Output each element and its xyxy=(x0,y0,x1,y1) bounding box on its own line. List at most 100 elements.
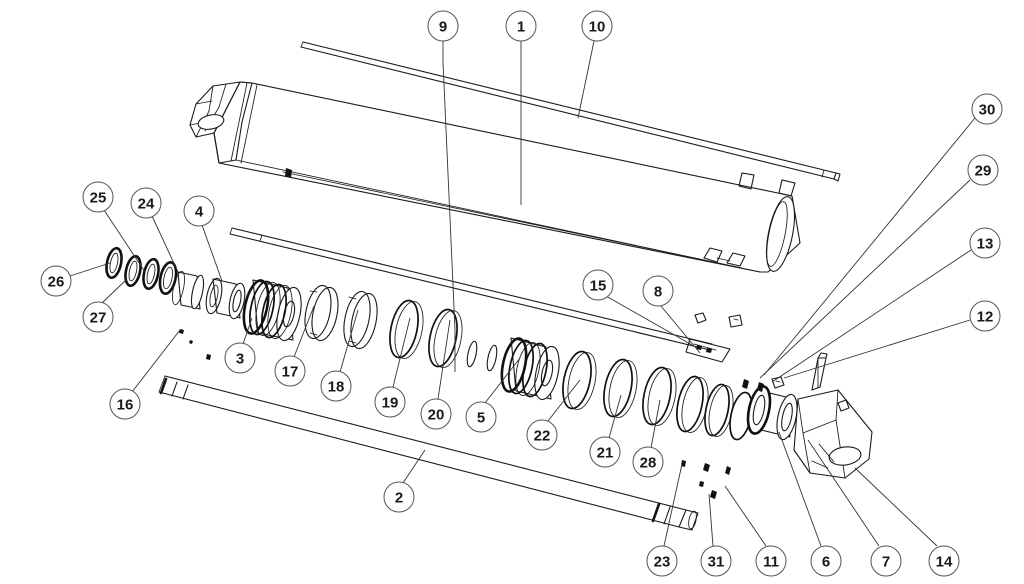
balloon-label: 7 xyxy=(882,554,890,571)
leader-line-22 xyxy=(547,379,581,422)
leader-line-13 xyxy=(771,249,972,383)
leader-line-16 xyxy=(131,329,181,393)
balloon-label: 8 xyxy=(654,284,662,301)
leader-line-19 xyxy=(392,317,411,388)
leader-line-23 xyxy=(663,463,683,547)
callout-balloon-7[interactable]: 7 xyxy=(870,545,902,577)
balloon-circle xyxy=(374,386,406,418)
balloon-circle xyxy=(82,301,114,333)
leader-line-10 xyxy=(577,40,595,119)
leader-line-12 xyxy=(783,319,971,379)
balloon-label: 29 xyxy=(975,163,992,180)
callout-balloon-8[interactable]: 8 xyxy=(642,275,674,307)
balloon-label: 12 xyxy=(977,309,994,326)
leader-line-15 xyxy=(605,295,693,346)
balloon-circle xyxy=(183,195,215,227)
balloon-circle xyxy=(383,481,415,513)
callout-balloon-29[interactable]: 29 xyxy=(967,154,999,186)
callout-balloon-5[interactable]: 5 xyxy=(465,401,497,433)
callout-balloon-15[interactable]: 15 xyxy=(582,269,614,301)
balloon-circle xyxy=(632,446,664,478)
leader-lines-layer xyxy=(69,40,976,547)
leader-line-8 xyxy=(660,305,701,354)
callout-balloon-6[interactable]: 6 xyxy=(810,545,842,577)
callout-balloon-10[interactable]: 10 xyxy=(581,10,613,42)
leader-line-3 xyxy=(242,317,253,345)
balloon-label: 13 xyxy=(977,236,994,253)
balloon-label: 20 xyxy=(428,407,445,424)
balloon-circle xyxy=(810,545,842,577)
balloon-label: 4 xyxy=(195,204,204,221)
leader-line-11 xyxy=(724,485,767,547)
callout-balloon-21[interactable]: 21 xyxy=(589,436,621,468)
balloon-circle xyxy=(505,10,537,42)
balloon-label: 9 xyxy=(439,19,447,36)
callout-balloon-25[interactable]: 25 xyxy=(82,181,114,213)
callout-balloon-17[interactable]: 17 xyxy=(274,355,306,387)
callout-balloon-20[interactable]: 20 xyxy=(420,398,452,430)
callout-balloon-3[interactable]: 3 xyxy=(224,342,256,374)
callout-balloon-4[interactable]: 4 xyxy=(183,195,215,227)
balloon-label: 16 xyxy=(117,397,134,414)
balloon-label: 11 xyxy=(763,554,779,571)
piston xyxy=(242,279,302,342)
balloon-circle xyxy=(870,545,902,577)
callout-balloon-22[interactable]: 22 xyxy=(526,419,558,451)
leader-line-25 xyxy=(103,209,146,273)
seal-ring-set-right xyxy=(562,350,753,441)
leader-line-31 xyxy=(708,493,714,547)
balloon-label: 25 xyxy=(90,190,107,207)
callout-balloon-16[interactable]: 16 xyxy=(109,388,141,420)
callout-balloon-12[interactable]: 12 xyxy=(969,300,1001,332)
callout-balloon-26[interactable]: 26 xyxy=(40,265,72,297)
leader-line-24 xyxy=(151,215,179,273)
cylinder-barrel-group xyxy=(189,81,801,273)
leader-line-6 xyxy=(778,431,822,547)
balloon-circle xyxy=(967,154,999,186)
balloon-label: 30 xyxy=(979,102,996,119)
balloon-circle xyxy=(589,436,621,468)
leader-line-9 xyxy=(442,41,456,372)
callout-balloon-2[interactable]: 2 xyxy=(383,481,415,513)
callout-balloon-30[interactable]: 30 xyxy=(971,93,1003,125)
callout-balloon-9[interactable]: 9 xyxy=(427,10,459,42)
balloon-circle xyxy=(224,342,256,374)
rod-end-clevis xyxy=(793,352,873,479)
callout-balloon-13[interactable]: 13 xyxy=(969,227,1001,259)
gland-bushing xyxy=(205,277,246,320)
leader-line-7 xyxy=(807,439,880,547)
balloon-label: 31 xyxy=(708,554,725,571)
balloon-circle xyxy=(526,419,558,451)
callout-balloon-11[interactable]: 11 xyxy=(755,545,787,577)
seal-ring-set-left xyxy=(304,284,463,368)
callout-balloon-18[interactable]: 18 xyxy=(320,370,352,402)
callout-balloon-1[interactable]: 1 xyxy=(505,10,537,42)
callout-balloon-24[interactable]: 24 xyxy=(130,187,162,219)
callout-balloon-28[interactable]: 28 xyxy=(632,446,664,478)
callout-balloon-23[interactable]: 23 xyxy=(646,545,678,577)
balloon-label: 1 xyxy=(517,19,525,36)
callout-balloon-27[interactable]: 27 xyxy=(82,301,114,333)
callout-balloon-14[interactable]: 14 xyxy=(928,545,960,577)
small-rings-before-head xyxy=(466,340,498,372)
balloon-circle xyxy=(465,401,497,433)
balloon-label: 10 xyxy=(589,19,606,36)
balloon-label: 5 xyxy=(477,410,485,427)
balloon-circle xyxy=(320,370,352,402)
balloon-label: 22 xyxy=(534,428,551,445)
balloon-circle xyxy=(274,355,306,387)
balloon-circle xyxy=(700,545,732,577)
balloon-circle xyxy=(40,265,72,297)
balloon-circle xyxy=(971,93,1003,125)
leader-line-21 xyxy=(608,394,622,439)
leader-line-20 xyxy=(437,319,451,400)
callout-balloon-19[interactable]: 19 xyxy=(374,386,406,418)
leader-line-18 xyxy=(339,309,359,373)
callout-balloon-31[interactable]: 31 xyxy=(700,545,732,577)
spacer-sleeve xyxy=(172,270,205,310)
balloon-label: 6 xyxy=(822,554,830,571)
balloon-label: 14 xyxy=(936,554,953,571)
